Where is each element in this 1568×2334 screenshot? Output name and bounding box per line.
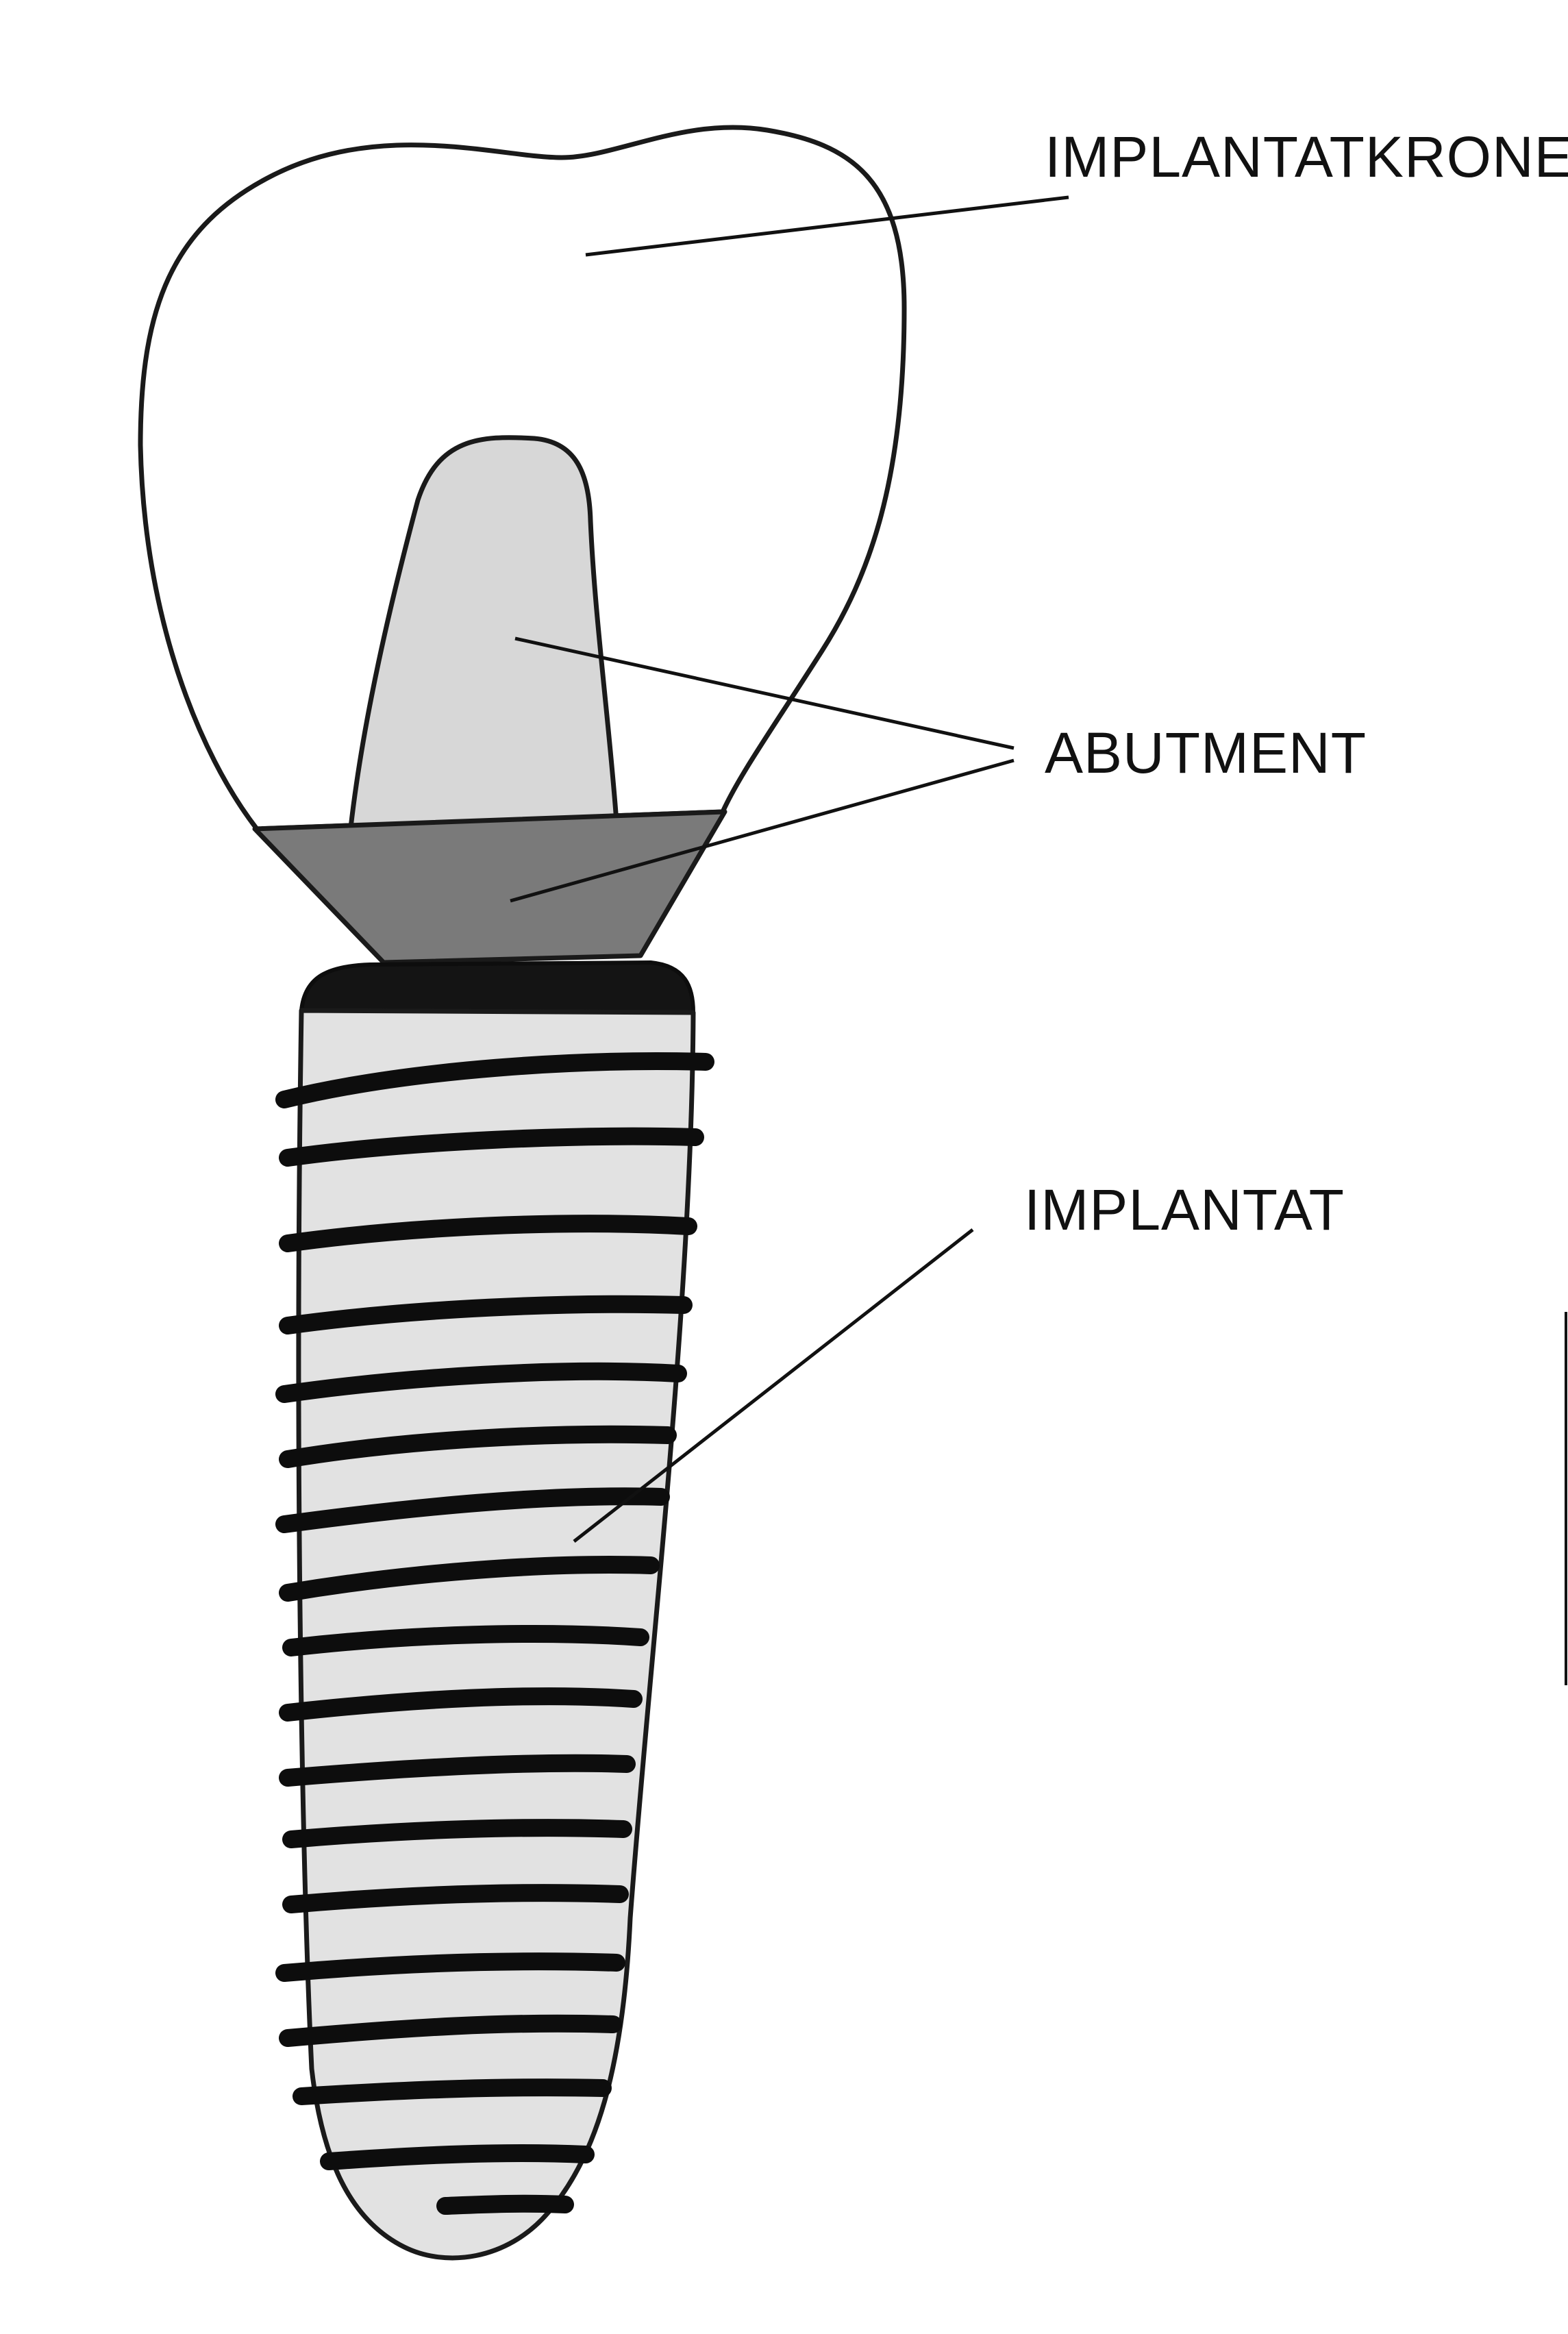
thread-6	[279, 1425, 677, 1468]
leader-line-implant	[573, 1228, 974, 1543]
label-implant: IMPLANTAT	[1024, 1178, 1345, 1242]
thread-15	[279, 2014, 622, 2047]
leader-lines	[510, 195, 1069, 1543]
thread-4	[279, 1295, 693, 1334]
thread-16	[293, 2078, 612, 2105]
implant-threads	[275, 1052, 714, 2215]
thread-1	[275, 1052, 714, 1108]
thread-11	[279, 1754, 636, 1787]
label-abutment: ABUTMENT	[1045, 721, 1367, 785]
thread-17	[320, 2144, 595, 2170]
thread-2	[279, 1127, 704, 1167]
thread-14	[275, 1952, 625, 1982]
implant-top-cap	[299, 960, 696, 1015]
thread-8	[279, 1556, 660, 1602]
thread-9	[282, 1625, 649, 1656]
leader-line-abutment-post	[514, 636, 1015, 750]
abutment-base	[252, 809, 727, 965]
leader-line-crown	[585, 195, 1069, 257]
thread-7	[275, 1487, 670, 1533]
thread-13	[282, 1884, 629, 1913]
thread-3	[279, 1215, 697, 1252]
thread-10	[279, 1687, 643, 1722]
thread-5	[275, 1362, 687, 1403]
thread-12	[282, 1819, 632, 1848]
label-implant-crown: IMPLANTATKRONE	[1045, 125, 1568, 189]
thread-18	[436, 2194, 574, 2215]
leader-line-abutment-base	[510, 758, 1015, 903]
